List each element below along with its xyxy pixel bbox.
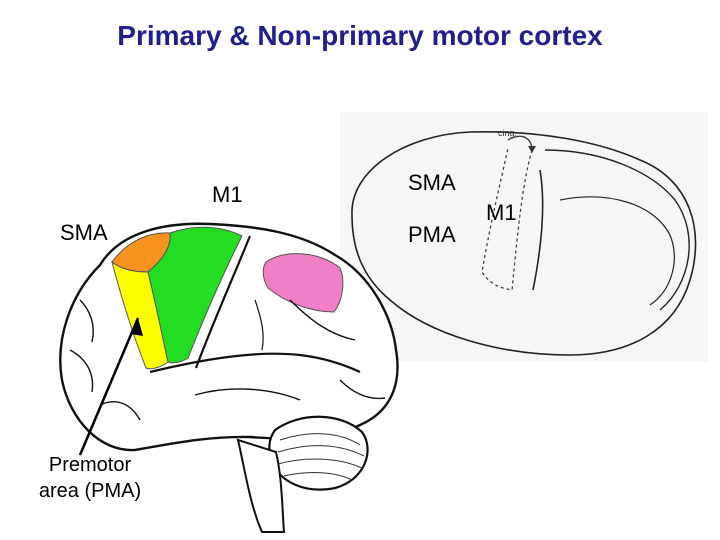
label-premotor-line2: area (PMA) — [38, 480, 142, 502]
brainstem — [236, 438, 286, 533]
label-premotor-line1: Premotor — [48, 454, 132, 476]
medial-brain-schematic — [340, 112, 708, 362]
cingulate-arrow-curve — [507, 135, 533, 149]
m1-region — [147, 226, 243, 364]
sulcus-line-1 — [79, 299, 94, 343]
pointer-line — [78, 317, 140, 456]
label-sma-lateral: SMA — [60, 220, 108, 245]
lateral-brain — [59, 222, 399, 533]
m1-dashed-region — [481, 147, 533, 291]
hemisphere-inner-contour — [544, 149, 690, 311]
cerebellum-outline — [268, 415, 369, 491]
pink-region — [262, 253, 344, 313]
slide-title: Primary & Non-primary motor cortex — [117, 20, 603, 51]
cingulate-arrowhead — [528, 146, 536, 153]
sulcus-line-3 — [99, 401, 141, 421]
label-cingulate: cing. — [498, 128, 518, 138]
label-sma-medial: SMA — [408, 170, 456, 195]
occipital-sulcus — [339, 379, 386, 400]
postcentral-sulcus — [254, 299, 264, 351]
parietal-sulcus — [289, 299, 356, 341]
cerebellum-folia — [277, 433, 365, 481]
temporal-sulcus — [194, 388, 301, 401]
label-pma-medial: PMA — [408, 222, 456, 247]
pointer-arrowhead — [131, 318, 143, 336]
label-premotor-area: Premotor area (PMA) — [10, 452, 170, 504]
medial-hemisphere-outline — [351, 130, 697, 356]
central-sulcus-line — [532, 169, 544, 291]
schematic-background — [340, 112, 708, 362]
occipital-contour — [559, 196, 675, 306]
premotor-pointer-arrow — [78, 317, 143, 456]
sulcus-line-2 — [69, 349, 94, 393]
label-m1-lateral: M1 — [212, 182, 243, 207]
lateral-sulcus — [149, 352, 361, 374]
label-m1-medial: M1 — [486, 200, 517, 225]
central-sulcus — [194, 235, 252, 369]
